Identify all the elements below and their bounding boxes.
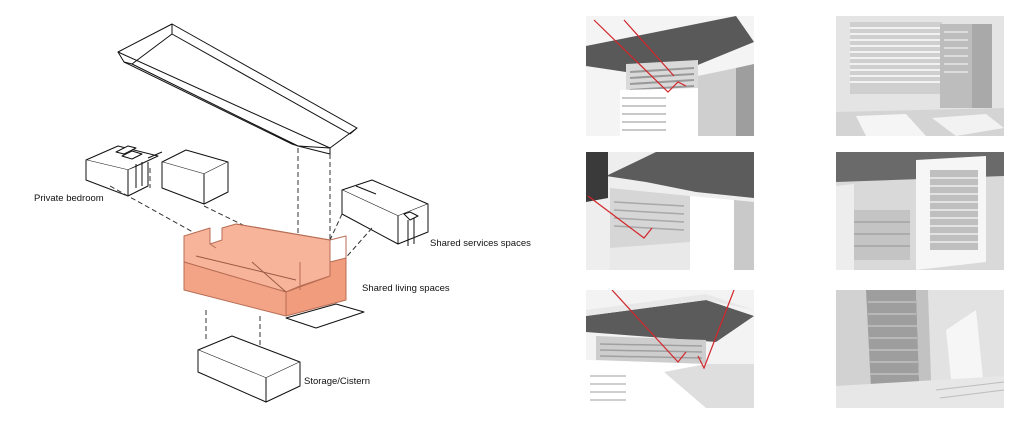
exploded-axonometric-diagram bbox=[85, 23, 429, 403]
label-storage-cistern: Storage/Cistern bbox=[304, 376, 371, 387]
dashed-connectors bbox=[109, 148, 373, 355]
render-panel-5 bbox=[586, 290, 754, 408]
storage-cistern-module bbox=[197, 335, 301, 403]
roof bbox=[117, 23, 358, 155]
ground-slab bbox=[285, 303, 365, 329]
shared-living-module bbox=[183, 223, 347, 317]
label-shared-living: Shared living spaces bbox=[362, 283, 450, 294]
label-shared-services: Shared services spaces bbox=[430, 238, 531, 249]
shared-services-module bbox=[341, 179, 429, 246]
render-panel-1 bbox=[586, 16, 754, 136]
render-panel-6 bbox=[836, 290, 1004, 408]
label-private-bedroom: Private bedroom bbox=[34, 193, 104, 204]
render-panel-3 bbox=[586, 152, 754, 270]
render-panel-2 bbox=[836, 16, 1004, 136]
private-bedroom-module bbox=[85, 145, 229, 205]
render-panel-4 bbox=[836, 152, 1004, 270]
